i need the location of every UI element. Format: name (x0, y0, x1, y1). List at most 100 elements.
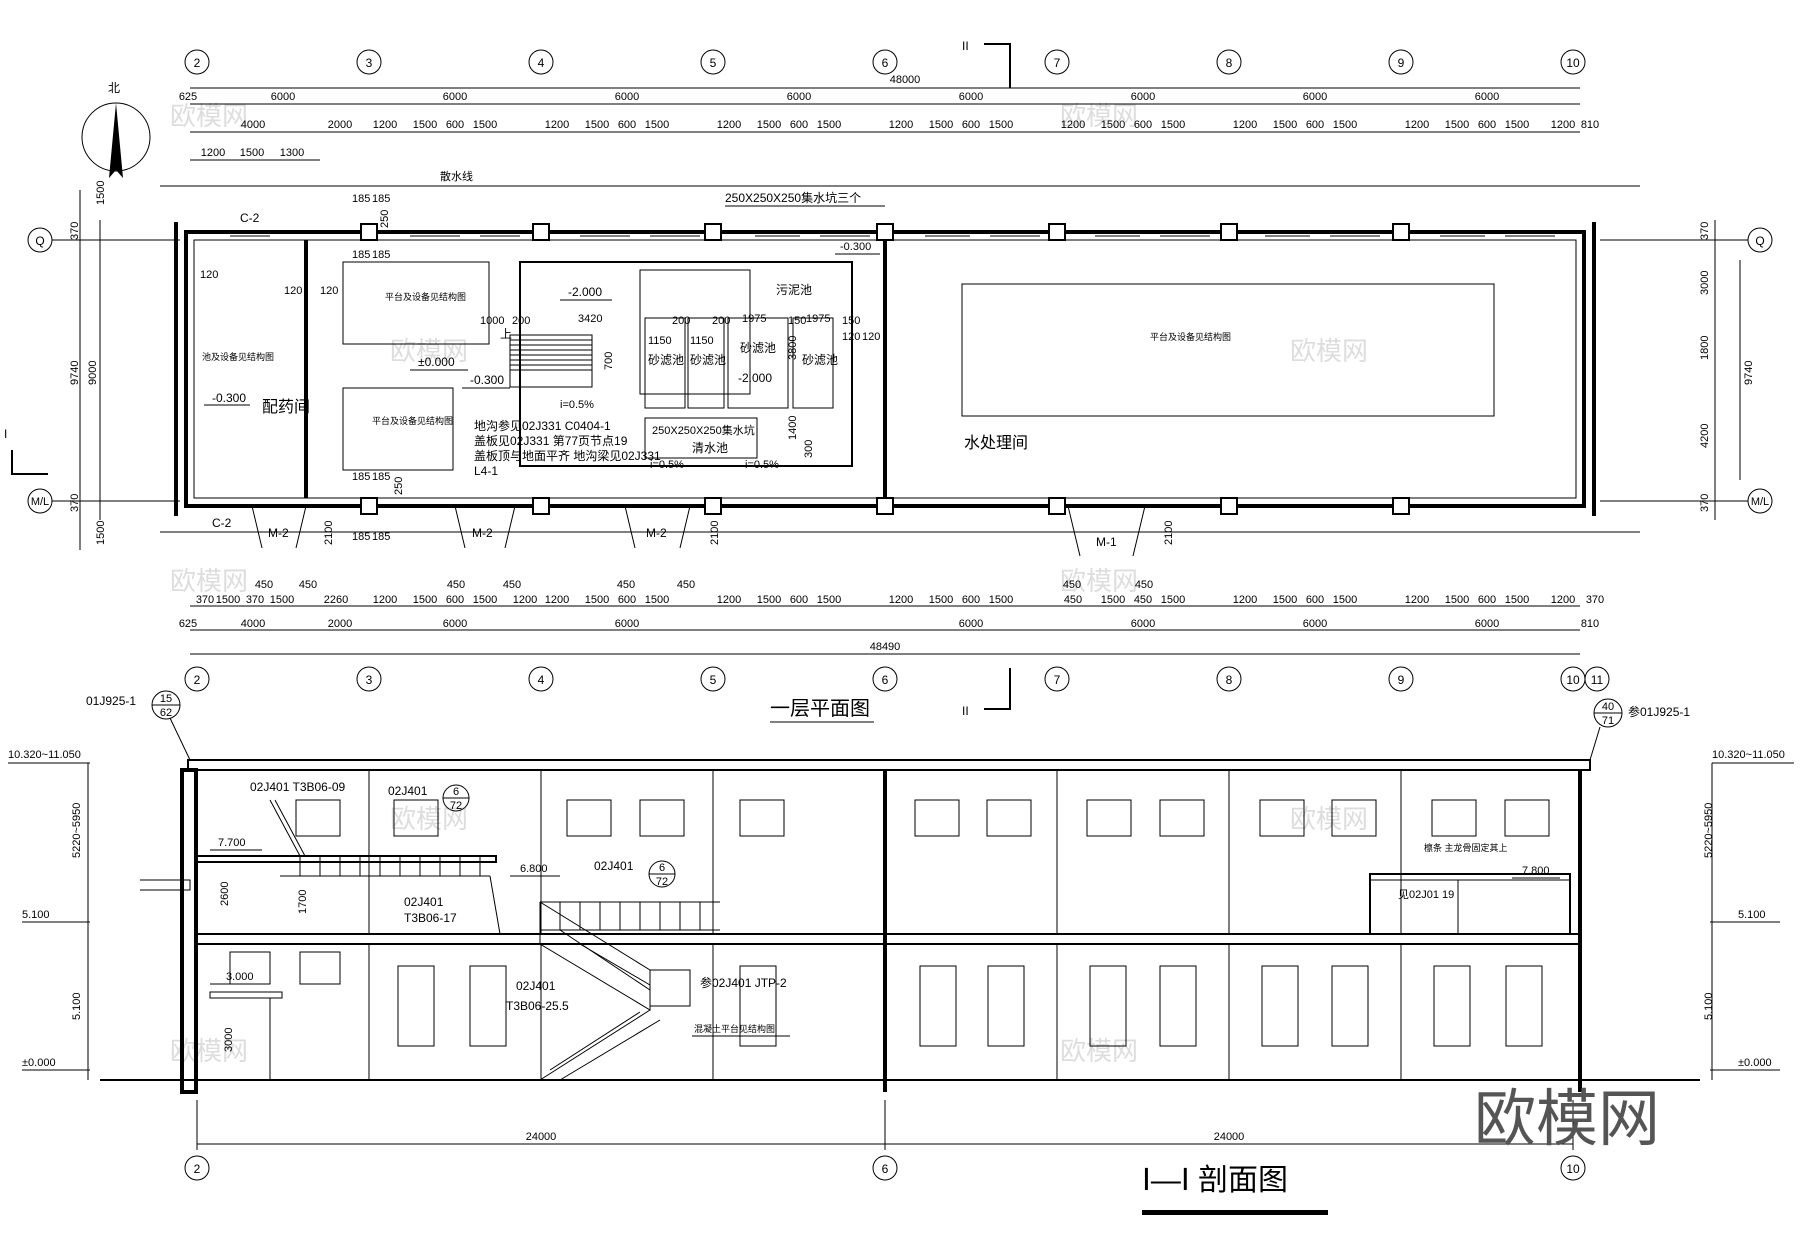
watermark-4: 欧模网 (1290, 336, 1368, 366)
svg-text:700: 700 (603, 352, 615, 370)
svg-text:M-2: M-2 (472, 526, 493, 540)
svg-text:1500: 1500 (1273, 119, 1297, 131)
svg-text:1500: 1500 (1101, 119, 1125, 131)
svg-text:600: 600 (790, 119, 808, 131)
svg-text:150: 150 (788, 315, 806, 327)
axis-bubble-right-Q: Q (1747, 227, 1773, 253)
svg-text:3000: 3000 (223, 1028, 235, 1052)
watermarks: 欧模网 欧模网 欧模网 欧模网 欧模网 欧模网 欧模网 欧模网 欧模网 欧模网 (170, 101, 1368, 1066)
svg-text:200: 200 (512, 315, 530, 327)
svg-text:±0.000: ±0.000 (22, 1057, 56, 1069)
svg-text:7: 7 (1054, 673, 1061, 687)
svg-text:4: 4 (538, 673, 545, 687)
svg-text:-0.300: -0.300 (470, 373, 504, 387)
svg-text:1500: 1500 (413, 119, 437, 131)
svg-text:5.100: 5.100 (22, 909, 50, 921)
svg-text:砂滤池: 砂滤池 (802, 353, 838, 367)
svg-text:370: 370 (1586, 594, 1604, 606)
svg-text:1500: 1500 (817, 594, 841, 606)
svg-text:5220~5950: 5220~5950 (1703, 803, 1715, 858)
svg-text:200: 200 (712, 315, 730, 327)
svg-text:185: 185 (352, 193, 370, 205)
pool-equip-note: 池及设备见结构图 (202, 351, 274, 362)
svg-text:1500: 1500 (1445, 594, 1469, 606)
svg-text:450: 450 (255, 579, 273, 591)
svg-text:檩条 主龙骨固定其上: 檩条 主龙骨固定其上 (1424, 842, 1508, 853)
north-arrow: 北 (81, 81, 151, 178)
svg-text:250: 250 (379, 210, 391, 228)
svg-text:-0.300: -0.300 (212, 391, 246, 405)
axis-bubble-bottom-7: 7 (1044, 666, 1070, 692)
svg-text:5.100: 5.100 (1703, 992, 1715, 1020)
svg-text:02J401: 02J401 (388, 784, 428, 798)
svg-text:5.100: 5.100 (1738, 909, 1766, 921)
svg-text:02J401: 02J401 (594, 859, 634, 873)
svg-text:1150: 1150 (648, 335, 672, 347)
svg-text:清水池: 清水池 (692, 441, 728, 455)
svg-text:120: 120 (200, 269, 218, 281)
door-m2-3: M-2 (624, 505, 691, 549)
svg-text:-2.000: -2.000 (738, 371, 772, 385)
watermark-7: 欧模网 (390, 804, 468, 834)
svg-text:1200: 1200 (373, 119, 397, 131)
svg-text:600: 600 (1134, 119, 1152, 131)
plan-references: 地沟参见02J331 C0404-1 盖板见02J331 第77页节点19 盖板… (474, 418, 661, 478)
axis-bubble-bottom-6: 6 (872, 666, 898, 692)
svg-text:1200: 1200 (201, 147, 225, 159)
svg-text:1500: 1500 (413, 594, 437, 606)
room-water-treatment: 水处理间 (964, 434, 1028, 452)
svg-text:1200: 1200 (1405, 119, 1429, 131)
svg-text:600: 600 (790, 594, 808, 606)
svg-text:6000: 6000 (959, 91, 983, 103)
svg-text:见02J01 19: 见02J01 19 (1398, 889, 1454, 901)
svg-text:185: 185 (372, 471, 390, 483)
svg-text:M-2: M-2 (646, 526, 667, 540)
svg-text:450: 450 (299, 579, 317, 591)
svg-text:6000: 6000 (615, 618, 639, 630)
svg-text:185: 185 (372, 193, 390, 205)
svg-text:600: 600 (1306, 594, 1324, 606)
svg-text:6: 6 (882, 673, 889, 687)
axis-bubble-top-10: 10 (1560, 49, 1586, 75)
svg-text:2: 2 (194, 56, 201, 70)
svg-text:02J401: 02J401 (404, 895, 444, 909)
svg-text:370: 370 (1699, 222, 1711, 240)
svg-text:8: 8 (1226, 673, 1233, 687)
axis-bubble-bottom-8: 8 (1216, 666, 1242, 692)
svg-text:370: 370 (196, 594, 214, 606)
svg-text:1500: 1500 (473, 119, 497, 131)
svg-text:-0.300: -0.300 (840, 241, 871, 253)
svg-text:6000: 6000 (1303, 618, 1327, 630)
svg-text:4: 4 (538, 56, 545, 70)
svg-text:6000: 6000 (1475, 91, 1499, 103)
svg-text:6000: 6000 (787, 91, 811, 103)
svg-text:3.000: 3.000 (226, 971, 254, 983)
watermark-5: 欧模网 (170, 566, 248, 596)
section-title: Ⅰ—Ⅰ 剖面图 (1142, 1164, 1288, 1197)
svg-text:150: 150 (842, 315, 860, 327)
axis-bubble-bottom-10: 10 (1560, 666, 1586, 692)
svg-text:4000: 4000 (241, 119, 265, 131)
svg-text:450: 450 (503, 579, 521, 591)
svg-text:砂滤池: 砂滤池 (648, 353, 684, 367)
ref-top-left: 01J925-1 (86, 694, 136, 708)
svg-text:1500: 1500 (929, 594, 953, 606)
svg-text:450: 450 (1063, 579, 1081, 591)
svg-text:9: 9 (1398, 56, 1405, 70)
svg-text:砂滤池: 砂滤池 (740, 341, 776, 355)
section-lower-windows (299, 951, 1543, 1047)
svg-text:200: 200 (672, 315, 690, 327)
svg-text:1500: 1500 (1161, 594, 1185, 606)
axis-bubble-top-2: 2 (184, 49, 210, 75)
axis-bubble-top-7: 7 (1044, 49, 1070, 75)
svg-text:1500: 1500 (270, 594, 294, 606)
door-m2-2: M-2 (454, 505, 516, 549)
svg-text:71: 71 (1602, 715, 1614, 727)
svg-text:5: 5 (710, 673, 717, 687)
svg-text:2100: 2100 (1163, 521, 1175, 545)
svg-text:1200: 1200 (1405, 594, 1429, 606)
columns-bottom (360, 497, 1410, 515)
svg-text:7: 7 (1054, 56, 1061, 70)
svg-text:120: 120 (842, 331, 860, 343)
section-marker-top: II (962, 39, 1011, 88)
